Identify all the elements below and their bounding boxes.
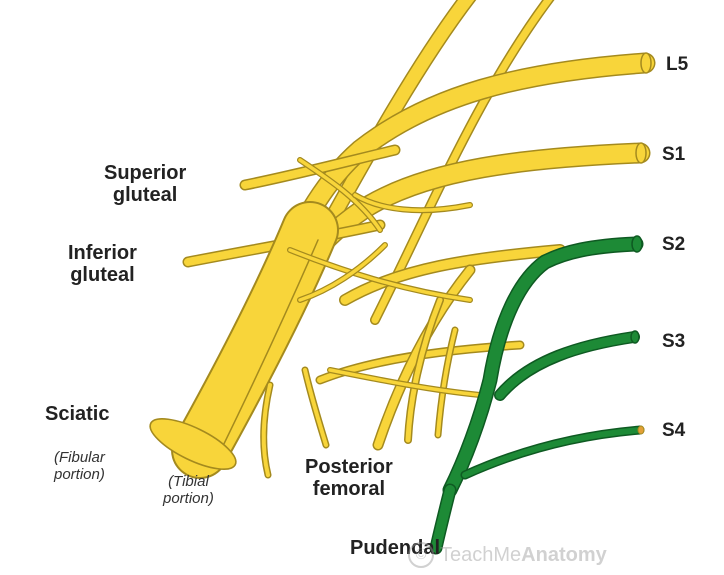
label-posterior-femoral-line1: Posterior [305,456,393,478]
watermark-text-plain: TeachMe [440,543,522,566]
label-fibular-portion-line1: (Fibular [54,449,105,466]
label-superior-gluteal-line1: Superior [104,162,187,184]
label-inferior-gluteal: Inferior gluteal [68,242,137,286]
label-inferior-gluteal-line2: gluteal [70,264,135,286]
label-inferior-gluteal-line1: Inferior [68,242,137,264]
label-fibular-portion: (Fibular portion) [54,449,105,483]
yellow-nerves [171,0,656,479]
label-fibular-portion-line2: portion) [54,466,105,483]
label-tibial-portion: (Tibial portion) [163,473,214,507]
label-root-s3: S3 [662,331,686,352]
root-nerve-s4-green [460,425,645,480]
watermark-text-bold: Anatomy [521,543,607,566]
label-posterior-femoral-line2: femoral [312,478,386,500]
label-tibial-portion-line2: portion) [163,490,214,507]
nerve-cut-ends [149,52,652,470]
label-tibial-portion-line1: (Tibial [168,473,209,490]
pudendal-nerve-group [429,236,645,555]
label-sciatic: Sciatic [45,403,110,425]
label-posterior-femoral: Posterior femoral [305,456,393,500]
label-superior-gluteal: Superior gluteal [104,162,186,206]
label-root-s1: S1 [662,144,686,165]
label-root-l5: L5 [666,54,689,75]
label-root-s2: S2 [662,234,686,255]
copyright-icon: © [408,542,434,568]
watermark: © TeachMe Anatomy [408,540,607,570]
label-root-s4: S4 [662,420,686,441]
label-superior-gluteal-line2: gluteal [112,184,178,206]
